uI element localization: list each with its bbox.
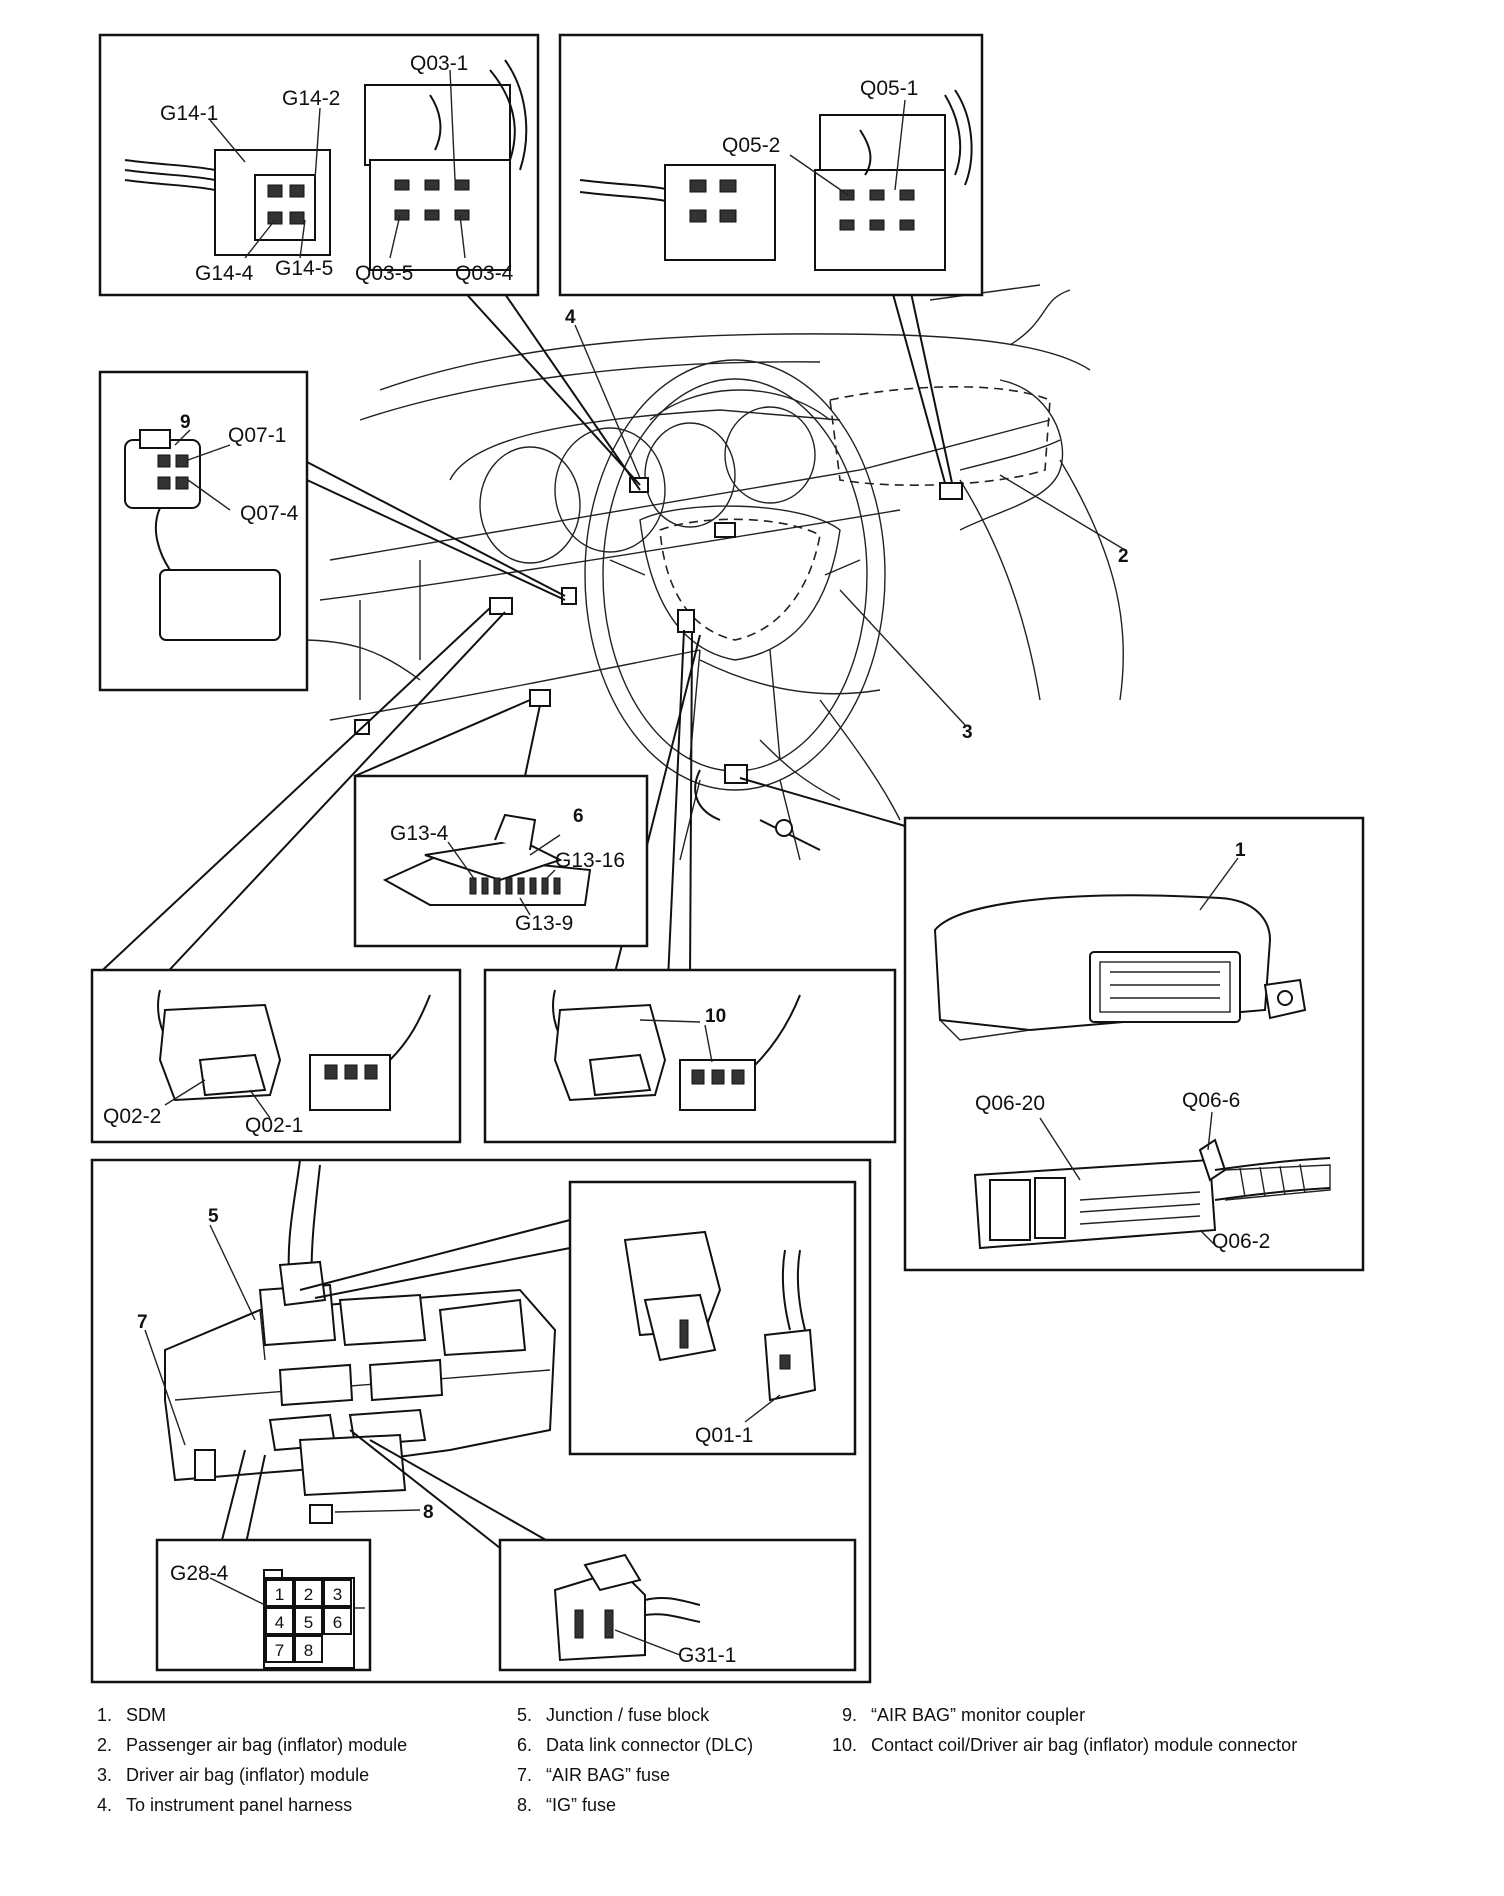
g28-cavity-cell [265,1579,294,1607]
dashboard-callouts: 4 2 3 [565,307,1129,743]
label-g14-2: G14-2 [282,87,340,110]
label-q06-2: Q06-2 [1212,1230,1270,1253]
label-q07-1: Q07-1 [228,424,286,447]
legend-column-1: 1.SDM 2.Passenger air bag (inflator) mod… [80,1700,407,1820]
inset-instrument-harness-connectors: G14-1 G14-2 Q03-1 G14-4 G14-5 Q03-5 Q03-… [98,33,540,297]
inset-q01-connector: Q01-1 [568,1180,857,1456]
inset-sdm-module: 1 Q06-20 Q06-6 Q06-2 [903,816,1365,1272]
legend-item: 6.Data link connector (DLC) [516,1735,754,1755]
callout-9: 9 [180,412,191,433]
label-g14-5: G14-5 [275,257,333,280]
callout-2: 2 [1118,546,1129,567]
dlc-pins [469,877,561,895]
label-q05-2: Q05-2 [722,134,780,157]
g28-cavity-number: 3 [333,1585,342,1604]
legend-item: 1.SDM [96,1705,166,1725]
callout-4: 4 [565,307,576,328]
g28-cavity-cell [323,1607,352,1635]
label-q02-1: Q02-1 [245,1114,303,1137]
label-g13-9: G13-9 [515,912,573,935]
callout-3: 3 [962,722,973,743]
inset-junction-fuse-block: 5 7 8 Q01-1 1 2 3 4 5 6 7 8 [90,1158,872,1684]
label-q03-5: Q03-5 [355,262,413,285]
inset-contact-coil-connector: 10 [483,968,897,1144]
inset-g28-connector-face: 1 2 3 4 5 6 7 8 G28-4 [155,1538,372,1672]
inset-driver-airbag-harness-connector: Q02-2 Q02-1 [90,968,462,1144]
g28-cavity-number: 8 [304,1641,313,1660]
label-q06-6: Q06-6 [1182,1089,1240,1112]
g28-cavity-number: 4 [275,1613,284,1632]
legend-column-2: 5.Junction / fuse block 6.Data link conn… [500,1700,753,1820]
label-g13-16: G13-16 [555,849,625,872]
label-q03-1: Q03-1 [410,52,468,75]
g28-cavity-cell [265,1607,294,1635]
callout-1: 1 [1235,840,1246,861]
g28-cavity-number: 6 [333,1613,342,1632]
inset-data-link-connector: G13-4 6 G13-16 G13-9 [353,774,649,948]
g28-cavity-cell [294,1579,323,1607]
label-q05-1: Q05-1 [860,77,918,100]
g28-cavity-number: 1 [275,1585,284,1604]
callout-6: 6 [573,806,584,827]
g28-cavity-cell [294,1607,323,1635]
legend-item: 7.“AIR BAG” fuse [516,1765,671,1785]
label-g14-1: G14-1 [160,102,218,125]
inset-g31-connector: G31-1 [498,1538,857,1672]
callout-10: 10 [705,1006,726,1027]
legend-item: 9.“AIR BAG” monitor coupler [841,1705,1086,1725]
label-q07-4: Q07-4 [240,502,299,525]
label-q03-4: Q03-4 [455,262,514,285]
label-g28-4: G28-4 [170,1562,229,1585]
g28-cavity-cell [294,1635,323,1663]
inset-passenger-airbag-connector: Q05-1 Q05-2 [558,33,984,297]
g28-cavity-number: 5 [304,1613,313,1632]
g28-cavity-number: 7 [275,1641,284,1660]
label-g31-1: G31-1 [678,1644,736,1667]
dashboard-illustration [299,284,1125,861]
legend-item: 10.Contact coil/Driver air bag (inflator… [831,1735,1298,1755]
callout-5: 5 [208,1206,219,1227]
g28-cavity-cell [323,1579,352,1607]
legend-column-3: 9.“AIR BAG” monitor coupler 10.Contact c… [825,1700,1297,1760]
g28-cavity-cell [265,1635,294,1663]
label-q02-2: Q02-2 [103,1105,161,1128]
legend-item: 8.“IG” fuse [516,1795,617,1815]
callout-8: 8 [423,1502,434,1523]
leader-lines [91,264,953,1033]
callout-7: 7 [137,1312,148,1333]
label-g13-4: G13-4 [390,822,449,845]
label-q06-20: Q06-20 [975,1092,1045,1115]
g28-cavity-number: 2 [304,1585,313,1604]
legend-item: 3.Driver air bag (inflator) module [96,1765,370,1785]
label-q01-1: Q01-1 [695,1424,753,1447]
legend-item: 2.Passenger air bag (inflator) module [96,1735,408,1755]
label-g14-4: G14-4 [195,262,254,285]
inset-airbag-monitor-coupler: 9 Q07-1 Q07-4 [98,370,309,692]
legend-item: 4.To instrument panel harness [96,1795,353,1815]
legend-item: 5.Junction / fuse block [516,1705,710,1725]
g28-cavity-grid: 1 2 3 4 5 6 7 8 [265,1579,352,1663]
